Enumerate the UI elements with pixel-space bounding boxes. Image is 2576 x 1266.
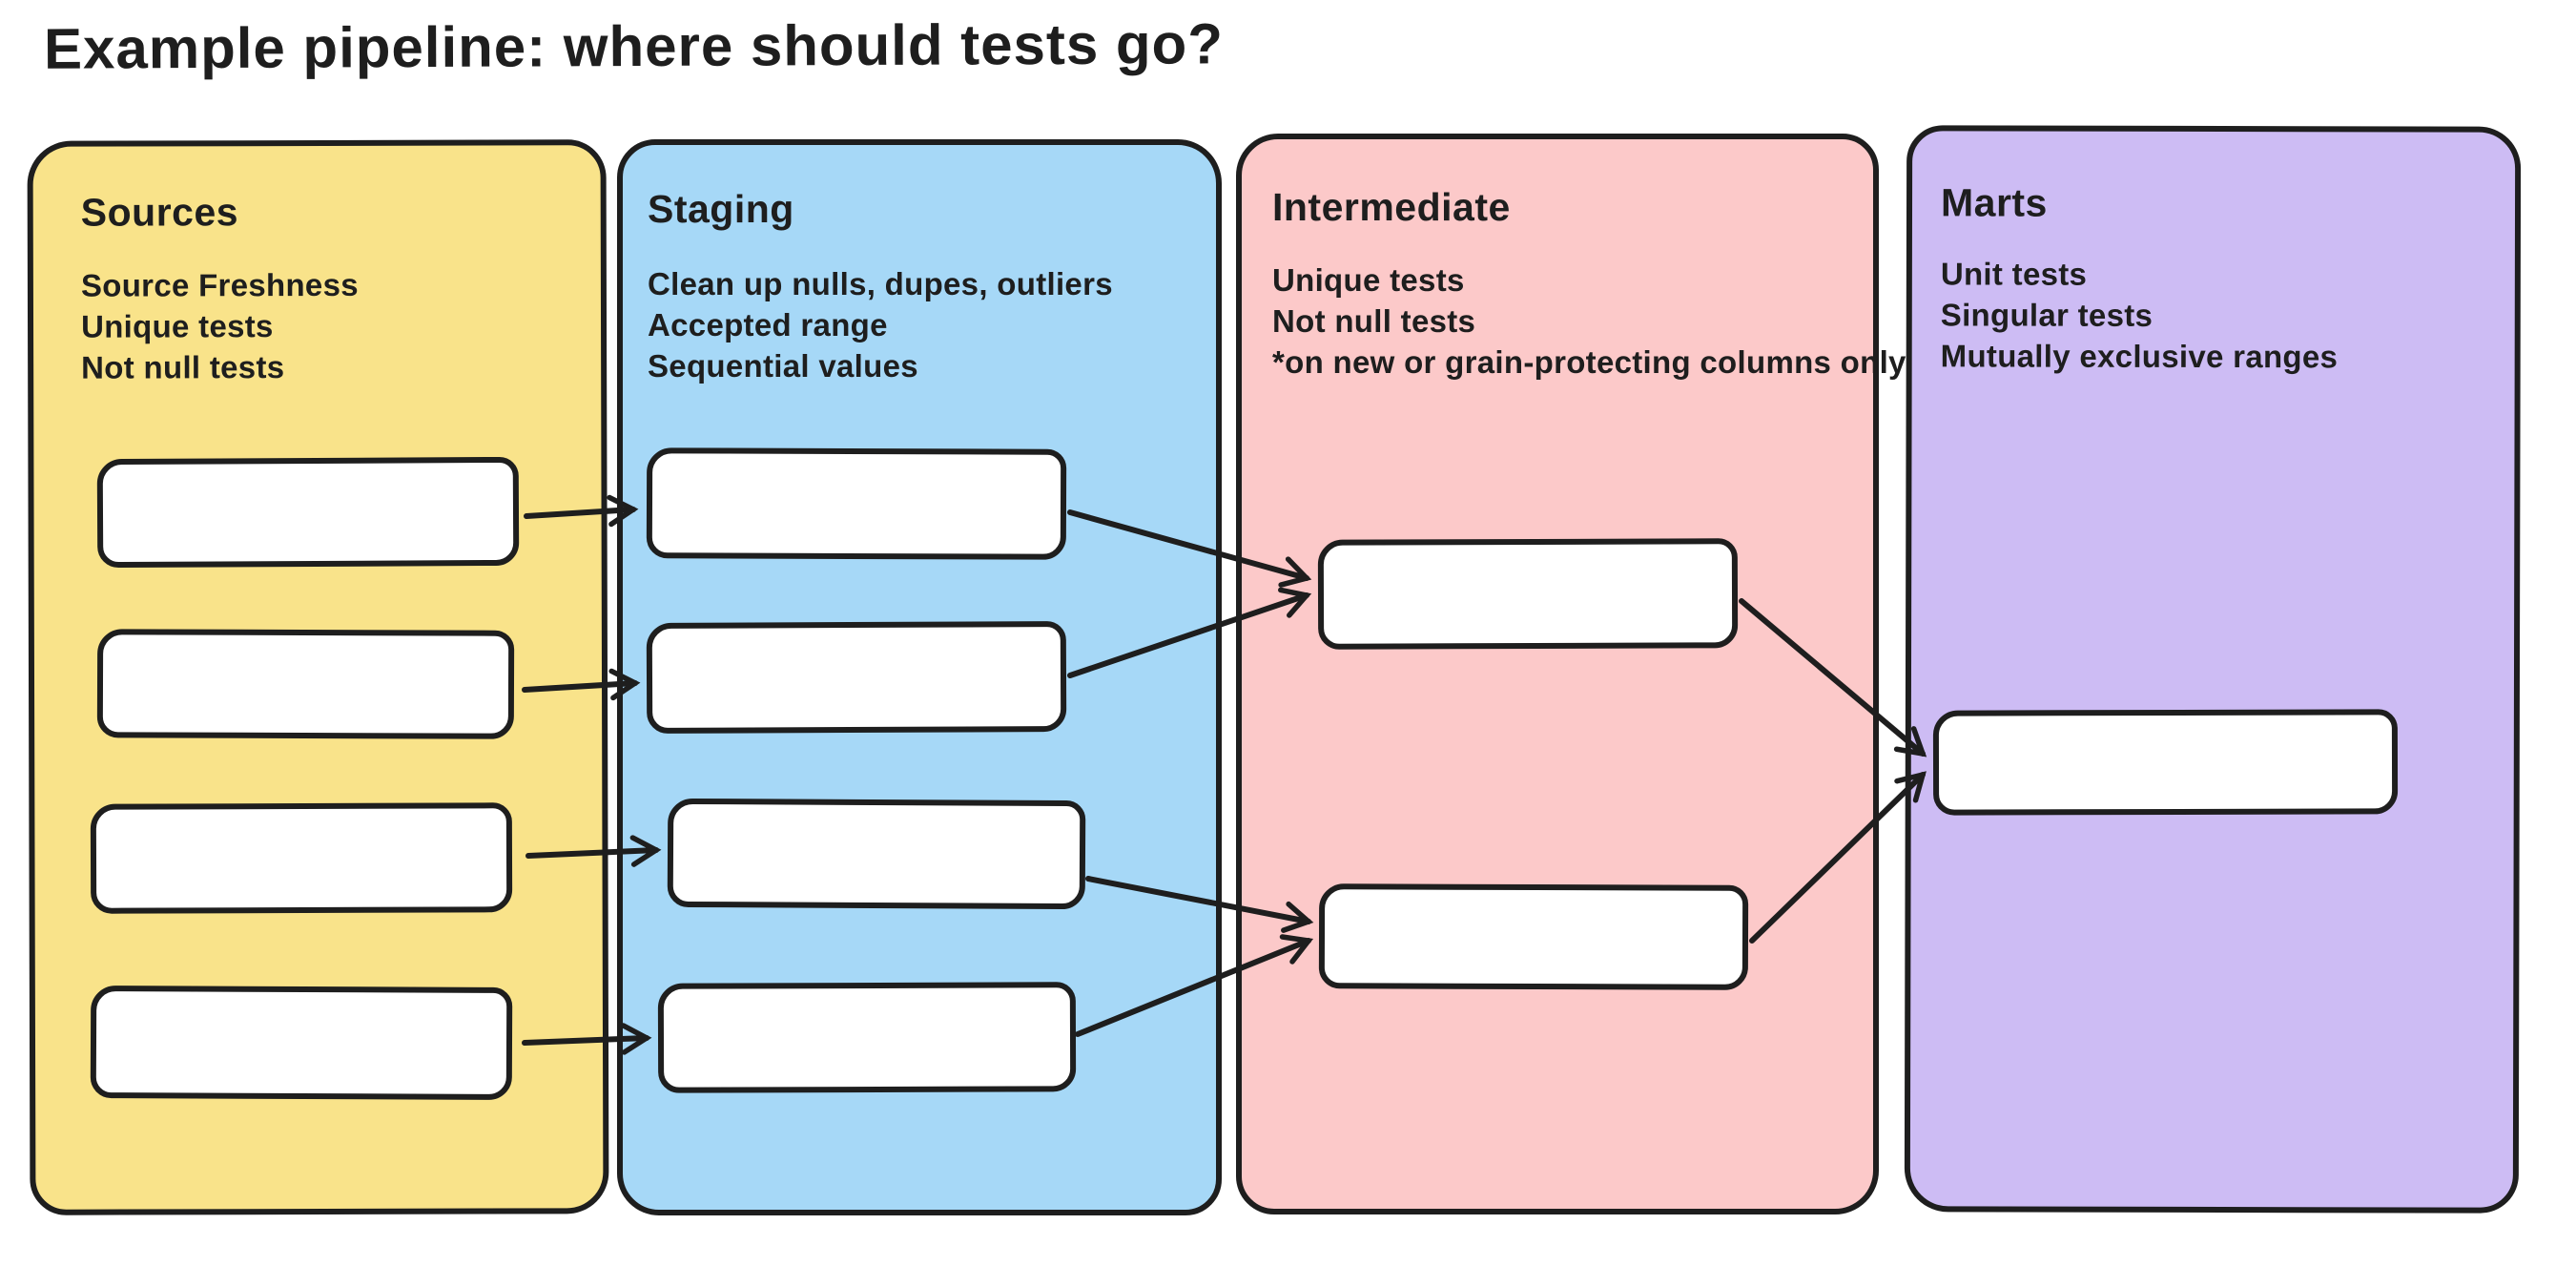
staging-node-2 — [646, 621, 1067, 734]
note-line: Mutually exclusive ranges — [1940, 338, 2339, 375]
note-line: Source Freshness — [80, 266, 359, 303]
column-sources-notes: Source Freshness Unique tests Not null t… — [81, 264, 359, 388]
column-staging-header: Staging — [648, 187, 794, 231]
note-line: Unique tests — [1272, 262, 1465, 298]
column-sources-header: Sources — [80, 190, 239, 235]
column-marts: Marts Unit tests Singular tests Mutually… — [1904, 125, 2522, 1214]
column-intermediate-notes: Unique tests Not null tests *on new or g… — [1272, 259, 1906, 383]
note-line: Unique tests — [80, 308, 274, 344]
intermediate-node-2 — [1318, 883, 1749, 990]
note-line: Singular tests — [1940, 297, 2154, 333]
source-node-3 — [90, 802, 513, 914]
source-node-4 — [90, 986, 513, 1100]
staging-node-1 — [646, 447, 1067, 560]
source-node-2 — [96, 629, 515, 739]
source-node-1 — [96, 456, 520, 569]
note-line: Not null tests — [81, 349, 285, 385]
note-line: Unit tests — [1940, 256, 2088, 292]
diagram-title: Example pipeline: where should tests go? — [43, 11, 1225, 81]
note-line: *on new or grain-protecting columns only — [1272, 344, 1906, 380]
intermediate-node-1 — [1317, 538, 1739, 650]
column-marts-notes: Unit tests Singular tests Mutually exclu… — [1941, 253, 2339, 377]
note-line: Accepted range — [648, 307, 888, 342]
staging-node-4 — [657, 982, 1077, 1093]
note-line: Not null tests — [1272, 303, 1476, 339]
marts-node-1 — [1932, 709, 2399, 816]
column-marts-header: Marts — [1940, 180, 2048, 225]
note-line: Clean up nulls, dupes, outliers — [648, 266, 1113, 301]
column-staging-notes: Clean up nulls, dupes, outliers Accepted… — [648, 263, 1113, 386]
column-intermediate: Intermediate Unique tests Not null tests… — [1236, 134, 1906, 1214]
column-intermediate-header: Intermediate — [1272, 185, 1511, 229]
staging-node-3 — [667, 798, 1086, 910]
note-line: Sequential values — [648, 348, 918, 384]
